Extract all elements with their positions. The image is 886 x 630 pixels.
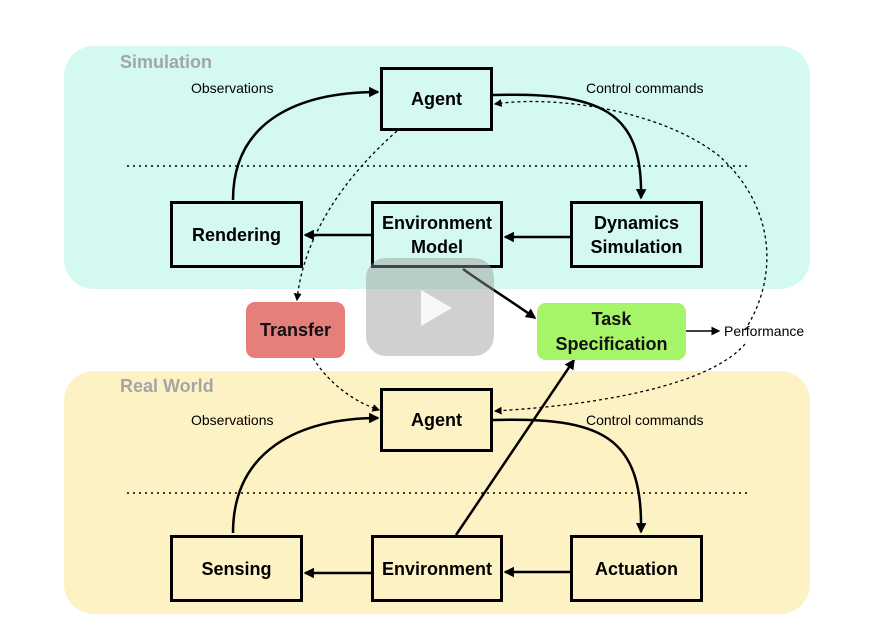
- play-icon: [421, 290, 452, 326]
- sim-agent-to-transfer-arrow: [293, 130, 398, 302]
- sim-control-commands-label: Control commands: [586, 80, 704, 96]
- task-specification-label-line1: Task: [591, 308, 632, 329]
- sensing-box: Sensing: [170, 535, 303, 602]
- sim-control-arrow: [492, 93, 647, 200]
- performance-to-real-agent-arrow: [493, 343, 746, 415]
- simulation-panel: [64, 46, 810, 289]
- video-play-button[interactable]: [366, 258, 494, 356]
- real-world-title: Real World: [120, 376, 214, 396]
- environment-to-task-arrow: [454, 358, 576, 536]
- transfer-label: Transfer: [259, 319, 332, 340]
- transfer-node: Transfer: [246, 302, 345, 358]
- task-specification-label-line2: Specification: [555, 333, 668, 354]
- performance-label: Performance: [724, 323, 805, 339]
- environment-model-label-line2: Model: [411, 236, 463, 257]
- sensing-label: Sensing: [201, 558, 272, 579]
- dynamics-simulation-label-line1: Dynamics: [593, 212, 680, 233]
- rendering-box: Rendering: [170, 201, 303, 268]
- dynamics-simulation-box: Dynamics Simulation: [570, 201, 703, 268]
- sim-agent-box: Agent: [380, 67, 493, 131]
- dynamics-simulation-label-line2: Simulation: [590, 236, 683, 257]
- task-specification-node: Task Specification: [537, 303, 686, 360]
- real-control-arrow: [492, 418, 647, 534]
- sim-observations-arrow: [231, 86, 380, 201]
- simulation-title: Simulation: [120, 52, 213, 72]
- environment-model-label-line1: Environment: [381, 212, 492, 233]
- real-observations-label: Observations: [191, 412, 274, 428]
- real-agent-label: Agent: [411, 410, 462, 430]
- real-control-commands-label: Control commands: [586, 412, 704, 428]
- transfer-to-real-agent-arrow: [312, 357, 381, 412]
- real-observations-arrow: [231, 412, 380, 534]
- performance-feedback-arrow: [493, 99, 768, 331]
- rendering-label: Rendering: [191, 224, 281, 245]
- sim-agent-label: Agent: [411, 89, 462, 109]
- environment-box: Environment: [371, 535, 503, 602]
- actuation-label: Actuation: [595, 558, 678, 579]
- model-to-task-arrow: [462, 267, 537, 320]
- actuation-box: Actuation: [570, 535, 703, 602]
- environment-model-box: Environment Model: [371, 201, 503, 268]
- real-agent-box: Agent: [380, 388, 493, 452]
- environment-label: Environment: [381, 558, 492, 579]
- sim-observations-label: Observations: [191, 80, 274, 96]
